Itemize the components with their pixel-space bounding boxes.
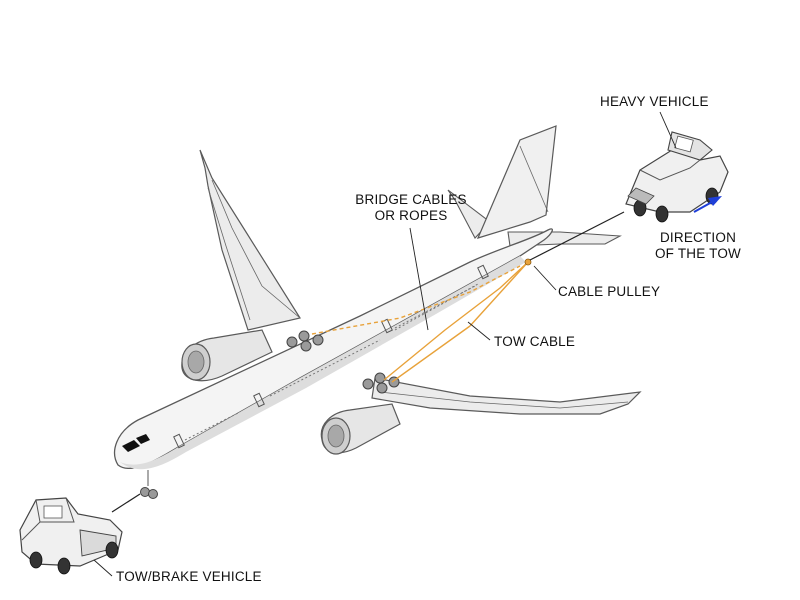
cables [311,261,529,383]
leader-bridge-cables [409,227,429,331]
leader-tow-brake-vehicle [93,559,113,577]
leader-heavy-vehicle [659,111,677,149]
door [173,433,185,449]
nose-gear [140,470,158,499]
bridge-label-line2: OR ROPES [374,208,448,223]
tow-cable [383,261,529,381]
door [477,264,489,280]
right-engine [320,403,401,455]
aircraft [114,125,642,499]
direction-of-tow-label: DIRECTION OF THE TOW [646,230,750,262]
nose-to-vehicle-cable [111,493,141,513]
heavy-vehicle-label: HEAVY VEHICLE [600,94,709,109]
heavy-vehicle [625,131,729,223]
cable-pulley-label: CABLE PULLEY [558,284,661,299]
pulley-to-vehicle-cable [529,211,625,261]
bridge-cable [311,265,521,335]
leader-lines [93,111,677,577]
bridge-label-line1: BRIDGE CABLES [355,192,467,207]
bridge-cables-label: BRIDGE CABLES OR ROPES [346,192,476,224]
left-wing [199,149,301,331]
leader-cable-pulley [533,265,557,291]
cable-pulley [524,258,532,266]
tow-brake-vehicle [19,497,123,575]
direction-label-line2: OF THE TOW [654,246,741,261]
bridge-cable [469,261,529,327]
left-engine [181,329,273,382]
bridge-cable [391,325,471,383]
vertical-fin [476,125,557,239]
direction-label-line1: DIRECTION [659,230,737,245]
tow-brake-vehicle-label: TOW/BRAKE VEHICLE [116,569,262,584]
left-main-gear [286,330,324,352]
leader-tow-cable [467,321,491,341]
cockpit-window [122,440,140,452]
right-wing [371,377,642,415]
tow-cable-label: TOW CABLE [494,334,576,349]
right-main-gear [362,372,400,394]
window-row [184,283,479,441]
direction-arrow [693,196,722,213]
door [253,392,265,408]
